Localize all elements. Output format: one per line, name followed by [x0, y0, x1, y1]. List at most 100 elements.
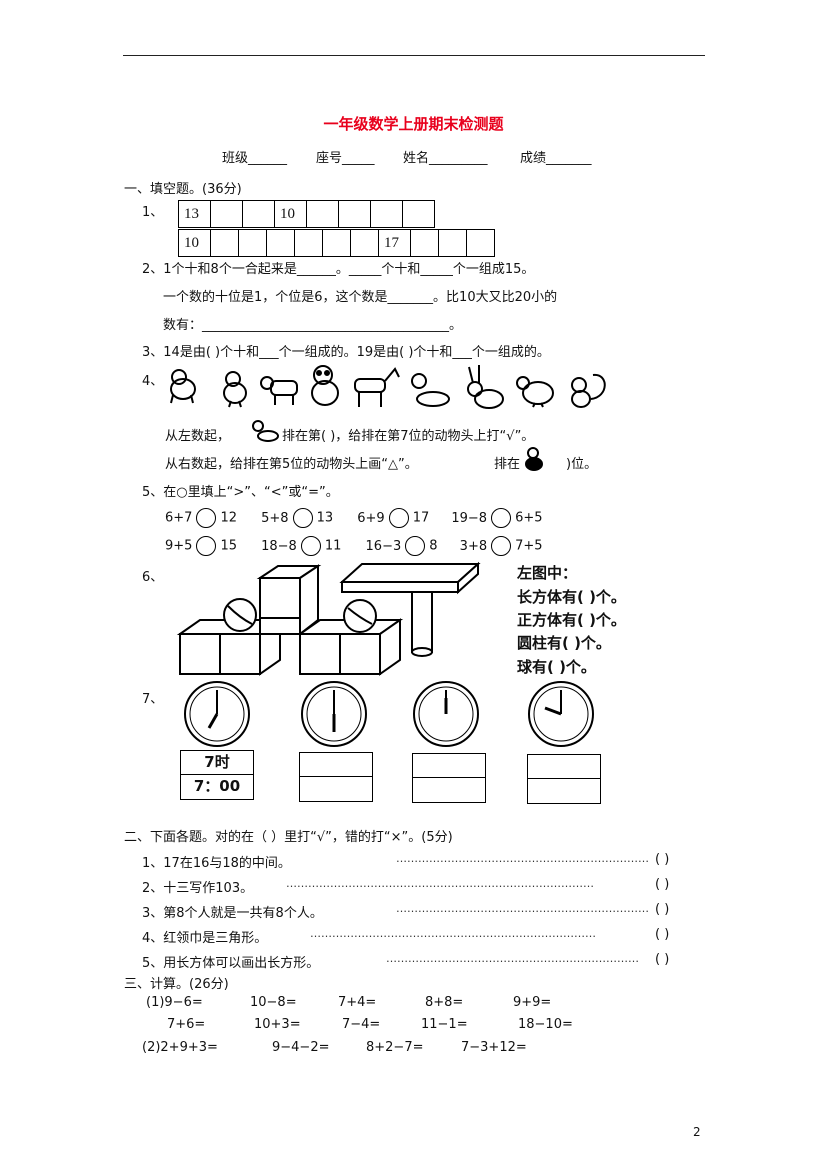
cow-icon: [260, 376, 298, 405]
hen-icon: [516, 376, 554, 408]
page-number: 2: [693, 1125, 701, 1139]
top-rule: [123, 55, 705, 56]
grid-cell[interactable]: [266, 229, 295, 257]
leader-dots: ……………………………………………………………: [386, 952, 639, 965]
grid-cell: 10: [178, 229, 211, 257]
grid-cell: 10: [274, 200, 307, 228]
judge-item-3: 3、第8个人就是一共有8个人。: [142, 906, 323, 921]
section3-heading: 三、计算。(26分): [124, 977, 229, 992]
grid-cell[interactable]: [210, 229, 239, 257]
grid-cell[interactable]: [466, 229, 495, 257]
grid-cell[interactable]: [438, 229, 467, 257]
leader-dots: ……………………………………………………………: [396, 852, 649, 865]
calc-item: 7+4=: [338, 995, 377, 1010]
compare-circle[interactable]: [292, 508, 313, 528]
time-answer-box[interactable]: [412, 753, 486, 803]
animals-row-image: [170, 365, 606, 409]
cat-icon: [170, 369, 196, 404]
grid-cell: 13: [178, 200, 211, 228]
compare-circle[interactable]: [300, 536, 321, 556]
leader-dots: …………………………………………………………………………: [286, 877, 594, 890]
calc-item: 9+9=: [513, 995, 552, 1010]
fawn-icon: [411, 373, 450, 407]
section1-heading: 一、填空题。(36分): [124, 182, 242, 197]
judge-item-1: 1、17在16与18的中间。: [142, 856, 291, 871]
compare-circle[interactable]: [491, 508, 512, 528]
q1-label: 1、: [142, 205, 164, 220]
q4-line2-pre: 从右数起，给排在第5位的动物头上画“△”。: [165, 457, 418, 472]
rabbit-icon: [467, 365, 504, 409]
time-answer-box: 7时 7：00: [180, 750, 254, 800]
grid-cell[interactable]: [402, 200, 435, 228]
number-grid-row2: 10 17: [178, 229, 495, 257]
grid-cell[interactable]: [306, 200, 339, 228]
time-answer-box[interactable]: [527, 754, 601, 804]
clock-icon: [528, 681, 594, 747]
answer-paren[interactable]: ( ): [655, 852, 670, 867]
grid-cell[interactable]: [242, 200, 275, 228]
grid-cell[interactable]: [370, 200, 403, 228]
clock-icon: [184, 681, 250, 747]
grid-cell[interactable]: [210, 200, 243, 228]
panda-small-icon: [525, 447, 543, 471]
calc-item: 7−3+12=: [461, 1040, 527, 1055]
q6-line-1: 长方体有( )个。: [517, 588, 626, 606]
field-seat: 座号_____: [316, 151, 375, 166]
panda-icon: [311, 365, 339, 406]
calc-item: 8+2−7=: [366, 1040, 424, 1055]
grid-cell[interactable]: [322, 229, 351, 257]
judge-item-4: 4、红领巾是三角形。: [142, 931, 268, 946]
q6-line-4: 球有( )个。: [517, 658, 596, 676]
squirrel-icon: [571, 373, 606, 408]
grid-cell[interactable]: [238, 229, 267, 257]
q5-text: 5、在○里填上“>”、“<”或“=”。: [142, 485, 339, 500]
time-answer-box[interactable]: [299, 752, 373, 802]
q3-text: 3、14是由( )个十和___个一组成的。19是由( )个十和___个一组成的。: [142, 345, 550, 360]
fawn-small-icon: [252, 420, 279, 442]
field-name: 姓名_________: [403, 151, 488, 166]
calc-item: (2)2+9+3=: [142, 1040, 218, 1055]
clock-icon: [301, 681, 367, 747]
calc-item: 11−1=: [421, 1017, 468, 1032]
compare-circle[interactable]: [388, 508, 409, 528]
calc-item: 9−4−2=: [272, 1040, 330, 1055]
calc-item: 7+6=: [167, 1017, 206, 1032]
clock-icon: [413, 681, 479, 747]
q2-line2: 一个数的十位是1，个位是6，这个数是_______。比10大又比20小的: [163, 290, 558, 305]
compare-circle[interactable]: [196, 508, 217, 528]
calc-item: (1)9−6=: [146, 995, 203, 1010]
q6-line-2: 正方体有( )个。: [517, 611, 626, 629]
judge-item-5: 5、用长方体可以画出长方形。: [142, 956, 320, 971]
compare-circle[interactable]: [196, 536, 217, 556]
q4-line2-post: )位。: [566, 457, 598, 472]
compare-circle[interactable]: [491, 536, 512, 556]
field-score: 成绩_______: [520, 151, 592, 166]
field-class: 班级______: [222, 151, 288, 166]
page-title: 一年级数学上册期末检测题: [323, 115, 504, 133]
answer-paren[interactable]: ( ): [655, 902, 670, 917]
grid-cell[interactable]: [294, 229, 323, 257]
leader-dots: ……………………………………………………………………: [310, 927, 596, 940]
compare-circle[interactable]: [405, 536, 426, 556]
calc-item: 10+3=: [254, 1017, 301, 1032]
grid-cell[interactable]: [338, 200, 371, 228]
calc-item: 18−10=: [518, 1017, 573, 1032]
q4-label: 4、: [142, 374, 164, 389]
calc-item: 8+8=: [425, 995, 464, 1010]
grid-cell: 17: [378, 229, 411, 257]
q4-line1-post: 排在第( )，给排在第7位的动物头上打“√”。: [282, 429, 535, 444]
grid-cell[interactable]: [350, 229, 379, 257]
q2-line1: 2、1个十和8个一合起来是______。_____个十和_____个一组成15。: [142, 262, 535, 277]
solids-figure: [176, 561, 481, 676]
answer-paren[interactable]: ( ): [655, 952, 670, 967]
q4-line1-pre: 从左数起，: [165, 429, 231, 444]
answer-paren[interactable]: ( ): [655, 877, 670, 892]
grid-cell[interactable]: [410, 229, 439, 257]
leader-dots: ……………………………………………………………: [396, 902, 649, 915]
q2-line3: 数有：_____________________________________…: [163, 318, 463, 333]
section2-heading: 二、下面各题。对的在（ ）里打“√”，错的打“×”。(5分): [124, 830, 453, 845]
q6-line-0: 左图中：: [517, 564, 578, 582]
q6-label: 6、: [142, 570, 164, 585]
answer-paren[interactable]: ( ): [655, 927, 670, 942]
